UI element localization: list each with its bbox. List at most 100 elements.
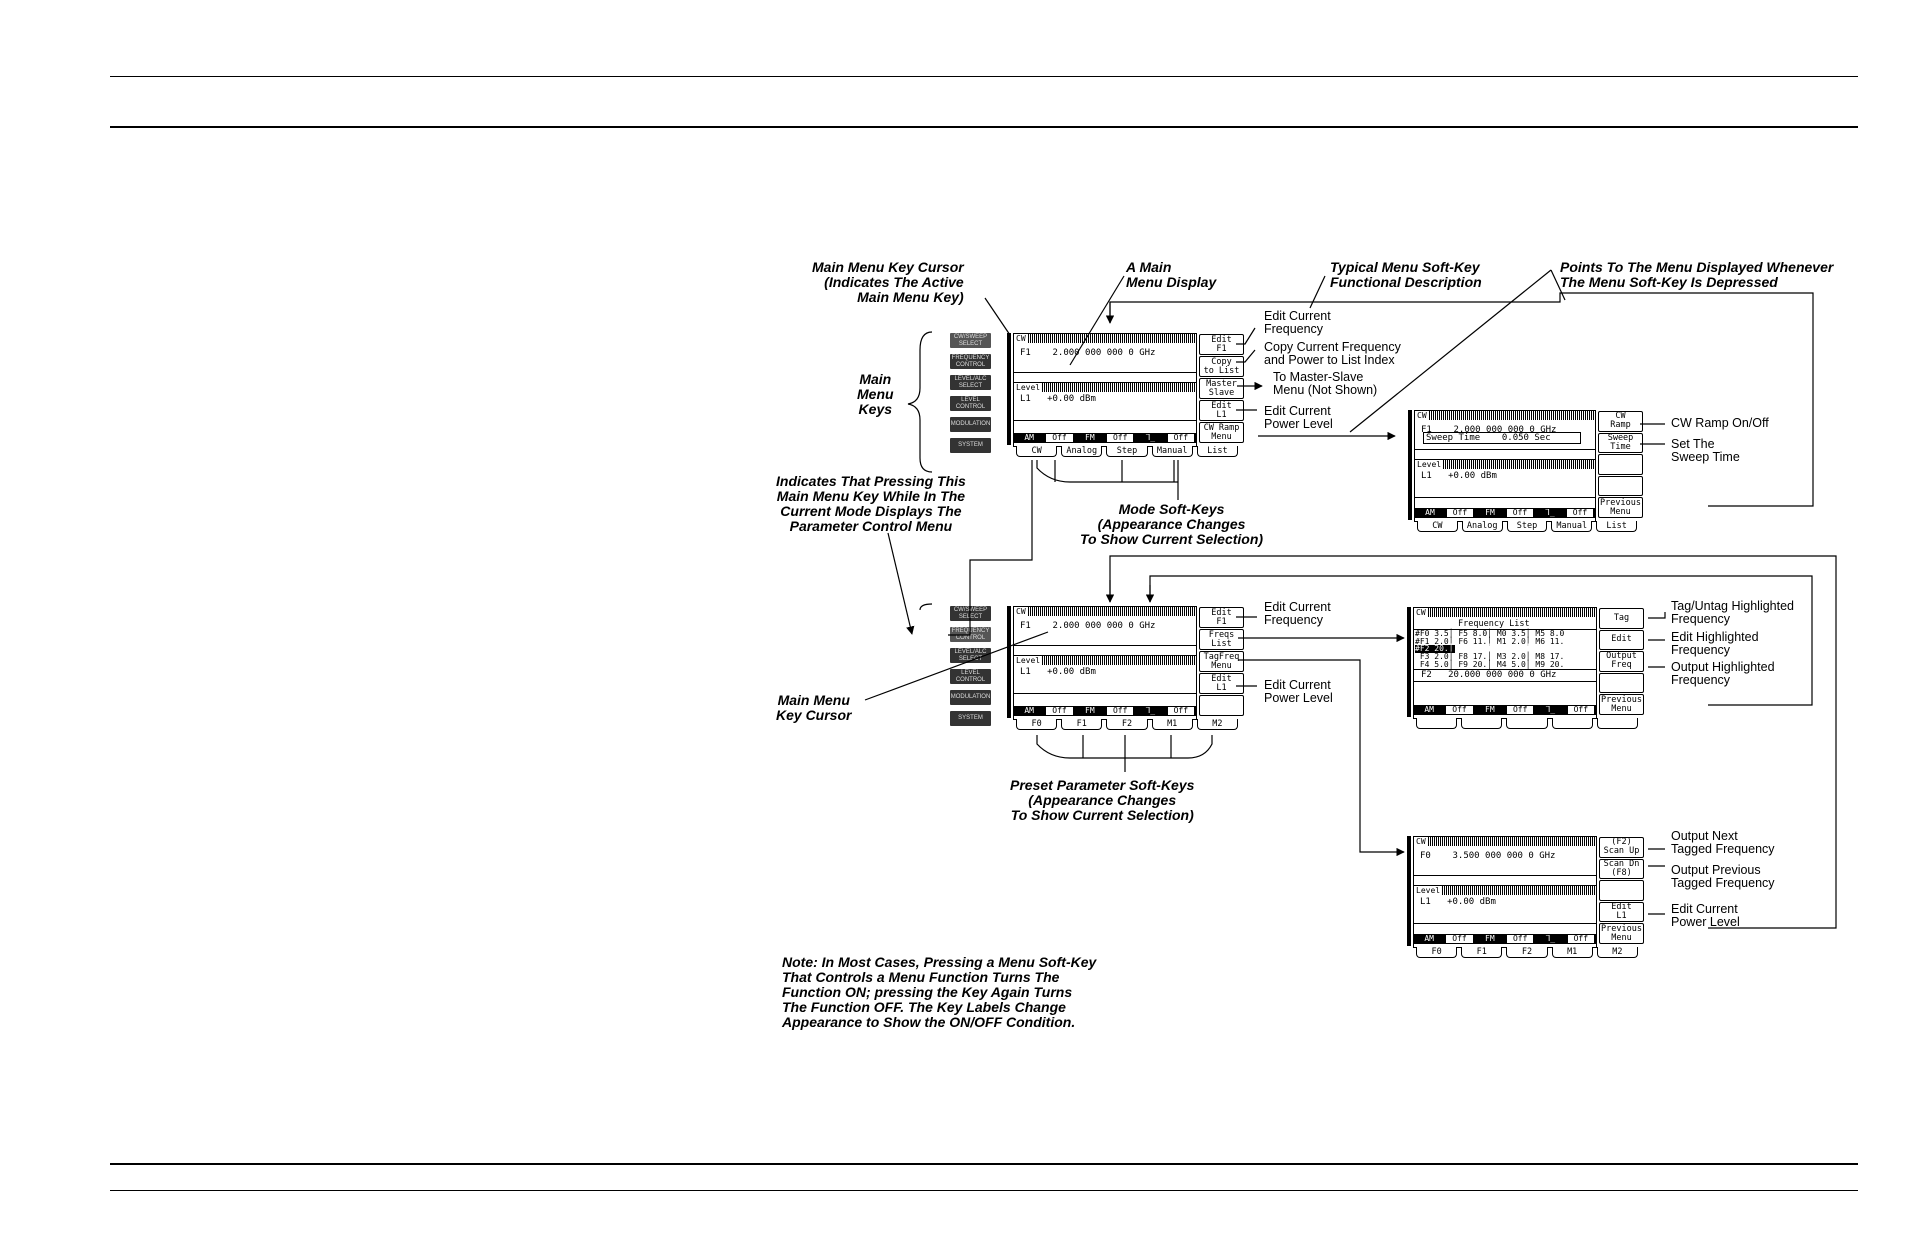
main-menu-key[interactable]: MODULATION	[950, 690, 991, 705]
mode-soft-key-tab[interactable]: Step	[1506, 521, 1548, 532]
main-menu-key[interactable]: SYSTEM	[950, 711, 991, 726]
mode-soft-key-tab[interactable]: M1	[1151, 719, 1193, 730]
main-menu-key[interactable]: LEVEL CONTROL	[950, 396, 991, 411]
menu-soft-key[interactable]: Edit	[1599, 629, 1644, 651]
frequency-list-row[interactable]: #F0 3.5│ F5 8.0│ M0 3.5│ M5 8.0	[1415, 629, 1565, 638]
mode-soft-key-tab[interactable]: F1	[1061, 719, 1103, 730]
status-cell: AM	[1024, 706, 1034, 715]
mode-soft-key-tab[interactable]: M2	[1596, 947, 1638, 958]
mode-soft-key-tab[interactable]	[1461, 718, 1503, 729]
menu-soft-key[interactable]	[1598, 454, 1643, 475]
main-menu-key[interactable]: FREQUENCY CONTROL	[950, 354, 991, 369]
mode-soft-key-tab[interactable]: Manual	[1151, 446, 1193, 457]
description-line: Output Previous	[1671, 863, 1761, 877]
status-cell: Off	[1567, 935, 1594, 943]
main-menu-key[interactable]: LEVEL/ALC SELECT	[950, 375, 991, 390]
description-line: Copy Current Frequency	[1264, 340, 1401, 354]
mode-soft-key-tab[interactable]: CW	[1016, 446, 1058, 457]
mode-soft-key-tab[interactable]	[1551, 718, 1593, 729]
soft-key-label: (F2)	[1611, 837, 1632, 848]
status-cell: AM	[1424, 705, 1434, 714]
frequency-list[interactable]: #F0 3.5│ F5 8.0│ M0 3.5│ M5 8.0#F1 2.0│ …	[1415, 630, 1564, 669]
mode-soft-key-tab[interactable]: F0	[1016, 719, 1058, 730]
soft-key-label: Ramp	[1610, 420, 1631, 431]
main-menu-key[interactable]: LEVEL/ALC SELECT	[950, 648, 991, 663]
sweep-time-readout[interactable]: Sweep Time 0.050 Sec	[1423, 432, 1581, 444]
mode-soft-key-tab[interactable]: F0	[1416, 947, 1458, 958]
soft-key-label: Menu	[1611, 703, 1632, 714]
divider	[1414, 875, 1596, 876]
mode-soft-key-tab[interactable]	[1416, 718, 1458, 729]
status-cell: FM	[1085, 706, 1095, 715]
main-menu-key[interactable]: SYSTEM	[950, 438, 991, 453]
status-cell: AM	[1424, 934, 1434, 943]
mode-soft-key-tab[interactable]: Manual	[1551, 521, 1593, 532]
menu-soft-key[interactable]	[1599, 880, 1644, 901]
indicates-pointer	[887, 532, 915, 635]
frequency-list-row[interactable]: F3 2.0│ F8 17.│ M3 2.0│ M8 17.	[1415, 652, 1565, 662]
top-rule-1	[110, 76, 1858, 77]
mode-soft-key-tab[interactable]: Analog	[1061, 446, 1103, 457]
frequency-readout: F1 2.000 000 000 0 GHz	[1421, 425, 1557, 435]
divider	[1415, 449, 1595, 450]
mode-soft-key-tab[interactable]	[1506, 718, 1548, 729]
mode-soft-key-tab[interactable]: List	[1196, 446, 1238, 457]
status-cell: Off	[1447, 509, 1473, 517]
mode-soft-key-tab[interactable]: Analog	[1461, 521, 1503, 532]
mode-soft-key-tab[interactable]: CW	[1417, 521, 1458, 532]
frequency-list-row[interactable]: F4 5.0│ F9 20.│ M4 5.0│ M9 20.	[1415, 659, 1565, 669]
mode-soft-keys-note-line: Mode Soft-Keys	[1118, 501, 1225, 517]
mode-soft-key-tab[interactable]: List	[1596, 521, 1637, 532]
menu-soft-key[interactable]: Tag	[1599, 608, 1644, 629]
soft-key-label: (F8)	[1611, 867, 1632, 878]
level-header: Level	[1414, 886, 1596, 895]
main-display-note-line: A Main	[1126, 259, 1172, 275]
main-menu-key[interactable]: MODULATION	[950, 417, 991, 432]
frequency-list-row[interactable]: #F1 2.0│ F6 11.│ M1 2.0│ M6 11.	[1415, 636, 1565, 646]
cw-note-line: Note: In Most Cases, Pressing a Menu Sof…	[782, 954, 1097, 970]
menu-soft-key[interactable]	[1199, 695, 1244, 716]
mode-soft-key-tab[interactable]: M1	[1551, 947, 1593, 958]
mode-soft-key-tab[interactable]	[1596, 718, 1638, 729]
main-menu-cursor-bar	[1007, 333, 1011, 445]
status-cell: Off	[1107, 434, 1134, 442]
status-cell: Off	[1046, 707, 1073, 715]
soft-key-label: Sweep	[1607, 432, 1634, 443]
menu-soft-key[interactable]	[1599, 672, 1644, 694]
frequency-readout: F0 3.500 000 000 0 GHz	[1420, 851, 1556, 861]
mode-soft-key-tab[interactable]: M2	[1196, 719, 1238, 730]
points-to-menu-note-line: Points To The Menu Displayed Whenever	[1560, 259, 1834, 275]
mode-soft-key-tab[interactable]: Step	[1106, 446, 1148, 457]
status-cell: ⅂_	[1145, 706, 1156, 715]
description-line: Set The	[1671, 437, 1715, 451]
main-menu-key[interactable]: LEVEL CONTROL	[950, 669, 991, 684]
menu-soft-key[interactable]: (F2)Scan Up	[1599, 837, 1644, 858]
main-menu-key[interactable]: CW/SWEEP SELECT	[950, 333, 991, 348]
mode-soft-key-tab[interactable]: F2	[1106, 719, 1148, 730]
mode-soft-key-tab[interactable]: F2	[1506, 947, 1548, 958]
mode-soft-key-tab[interactable]: F1	[1461, 947, 1503, 958]
menu-soft-key[interactable]: Scan Dn(F8)	[1599, 858, 1644, 880]
menu-soft-key[interactable]	[1598, 475, 1643, 497]
